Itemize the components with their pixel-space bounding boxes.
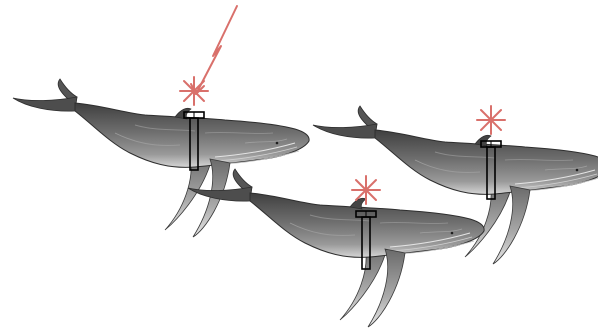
whale-icon	[188, 169, 484, 327]
whale-bottom	[188, 169, 484, 327]
signal-asterisk-icon	[477, 106, 505, 134]
signal-asterisk-icon	[352, 176, 380, 204]
lightning-bolt-icon	[191, 6, 237, 94]
